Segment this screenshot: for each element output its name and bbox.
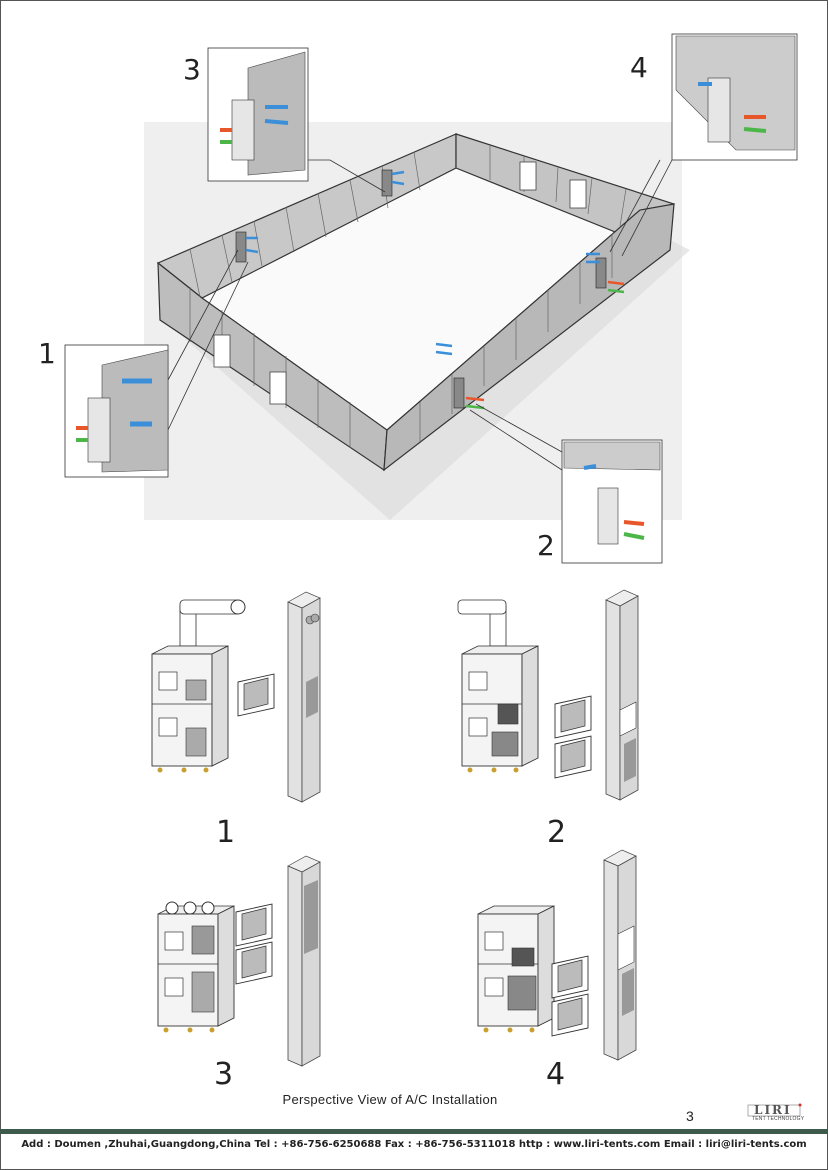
callout-number-2: 2 (537, 529, 555, 562)
logo-name: LIRI (754, 1103, 792, 1117)
callout-number-3: 3 (183, 53, 201, 86)
ac-units-illustration (151, 589, 639, 1067)
unit-label-1: 1 (216, 815, 236, 850)
footer-bar (0, 1129, 828, 1134)
detail-box-4 (671, 33, 798, 161)
callout-number-4: 4 (630, 51, 648, 84)
logo-subtitle: TENT TECHNOLOGY (752, 1116, 805, 1122)
footer-contact: Add : Doumen ,Zhuhai,Guangdong,China Tel… (21, 1139, 807, 1150)
figure-caption: Perspective View of A/C Installation (282, 1092, 498, 1107)
callout-number-1: 1 (38, 337, 56, 370)
detail-box-1 (64, 344, 169, 478)
detail-box-2 (561, 439, 663, 564)
unit-label-2: 2 (547, 815, 567, 850)
unit-label-4: 4 (546, 1057, 566, 1092)
liri-logo: LIRI TENT TECHNOLOGY (746, 1103, 804, 1123)
tent-plan-illustration (64, 33, 798, 564)
unit-label-3: 3 (214, 1057, 234, 1092)
detail-box-3 (207, 47, 309, 182)
page-number: 3 (686, 1108, 694, 1124)
